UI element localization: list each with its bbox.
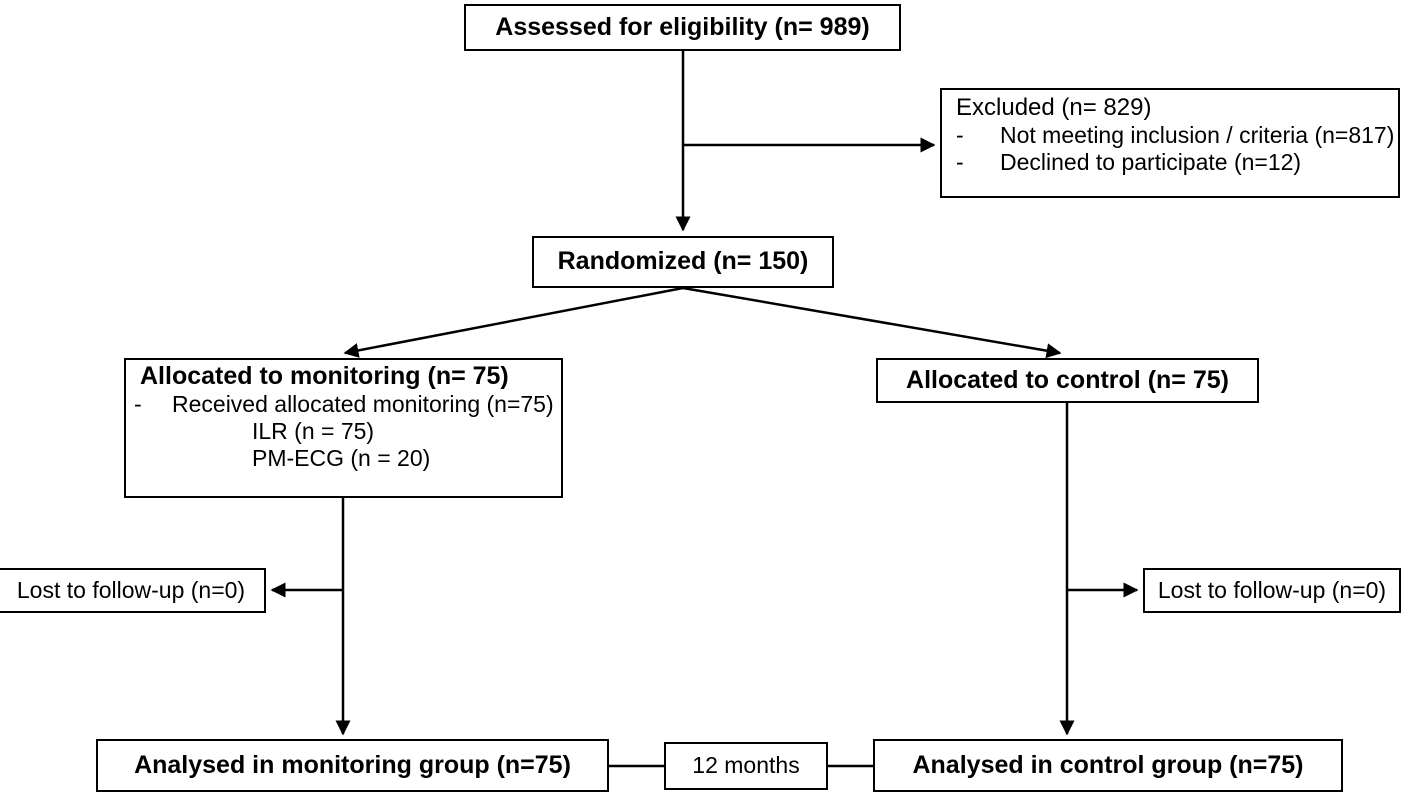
connector-randomized-to-control <box>682 286 1062 359</box>
box-randomized: Randomized (n= 150) <box>532 236 834 288</box>
allocated-monitoring-pmecg: PM-ECG (n = 20) <box>252 444 431 471</box>
connector-randomized-to-monitoring <box>343 286 684 358</box>
bullet-dash-icon: - <box>134 390 142 417</box>
box-analysed-monitoring-group: Analysed in monitoring group (n=75) <box>96 739 609 792</box>
allocated-monitoring-ilr: ILR (n = 75) <box>252 417 375 444</box>
box-lost-to-followup-monitoring: Lost to follow-up (n=0) <box>0 568 266 613</box>
allocated-monitoring-title: Allocated to monitoring (n= 75) <box>140 362 509 390</box>
randomized-title: Randomized (n= 150) <box>557 247 809 276</box>
lost-left-title: Lost to follow-up (n=0) <box>16 576 246 603</box>
allocated-monitoring-received-row: - Received allocated monitoring (n=75) <box>126 391 561 418</box>
box-analysed-control-group: Analysed in control group (n=75) <box>873 739 1343 792</box>
excluded-title: Excluded (n= 829) <box>956 94 1152 121</box>
excluded-item-row: - Declined to participate (n=12) <box>942 149 1398 176</box>
box-allocated-to-monitoring: Allocated to monitoring (n= 75) - Receiv… <box>124 358 563 498</box>
box-allocated-to-control: Allocated to control (n= 75) <box>876 358 1259 403</box>
bullet-dash-icon: - <box>956 149 964 176</box>
assessed-title: Assessed for eligibility (n= 989) <box>495 12 870 41</box>
months-label: 12 months <box>692 752 800 779</box>
analysed-monitoring-title: Analysed in monitoring group (n=75) <box>134 750 571 779</box>
box-lost-to-followup-control: Lost to follow-up (n=0) <box>1143 568 1401 613</box>
box-excluded: Excluded (n= 829) - Not meeting inclusio… <box>940 88 1400 198</box>
allocated-monitoring-received: Received allocated monitoring (n=75) <box>172 390 554 417</box>
box-assessed-for-eligibility: Assessed for eligibility (n= 989) <box>464 4 901 51</box>
box-12-months: 12 months <box>664 742 828 790</box>
allocated-control-title: Allocated to control (n= 75) <box>906 365 1229 394</box>
bullet-dash-icon: - <box>956 122 964 149</box>
excluded-item-not-meeting-inclusion: Not meeting inclusion / criteria (n=817) <box>1000 122 1395 149</box>
excluded-item-declined: Declined to participate (n=12) <box>1000 149 1302 176</box>
excluded-item-row: - Not meeting inclusion / criteria (n=81… <box>942 122 1398 149</box>
analysed-control-title: Analysed in control group (n=75) <box>912 750 1304 779</box>
lost-right-title: Lost to follow-up (n=0) <box>1157 576 1387 603</box>
